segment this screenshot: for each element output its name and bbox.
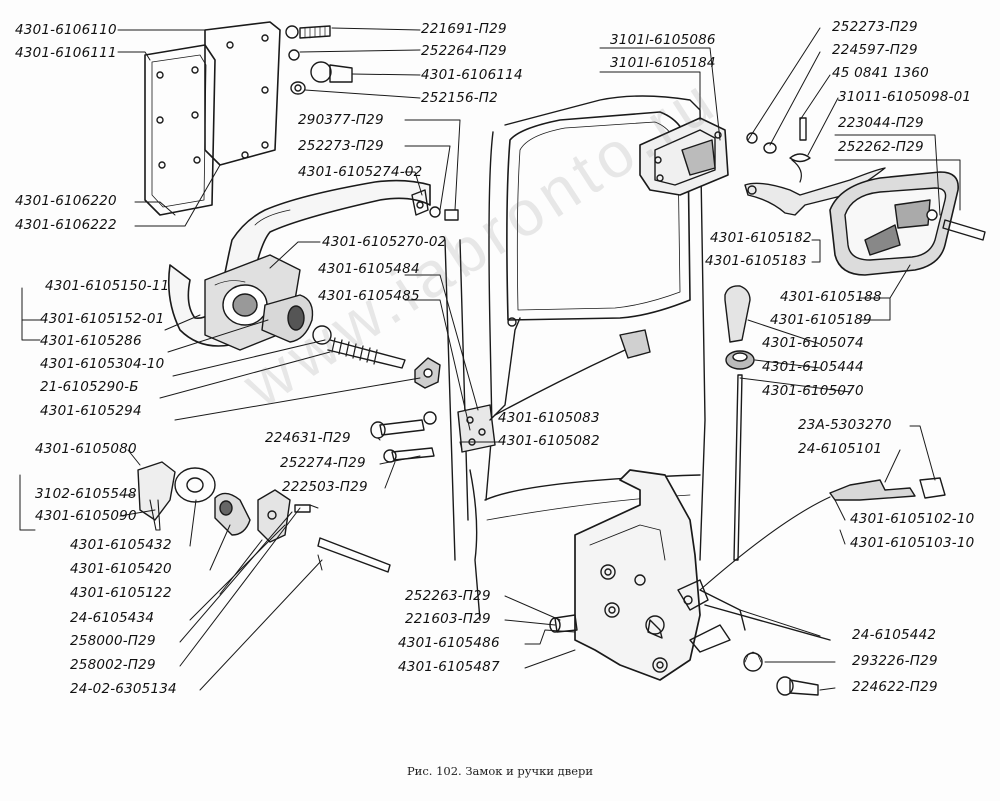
part-label: 4301-6105188 bbox=[780, 289, 882, 305]
part-label: 4301-6105090 bbox=[35, 508, 137, 524]
lock-cylinder-housing bbox=[261, 294, 314, 343]
part-label: 252264-П29 bbox=[421, 43, 507, 59]
part-label: 4301-6105286 bbox=[40, 333, 142, 349]
part-label: 4301-6105189 bbox=[770, 312, 872, 328]
part-label: 4301-6105270-02 bbox=[322, 234, 447, 250]
part-label: 4301-6106114 bbox=[421, 67, 523, 83]
part-label: 221691-П29 bbox=[421, 21, 507, 37]
part-label: 4301-6105103-10 bbox=[850, 535, 975, 551]
part-label: 290377-П29 bbox=[298, 112, 384, 128]
lock-cylinder-parts bbox=[137, 461, 391, 573]
part-label: 4301-6105102-10 bbox=[850, 511, 975, 527]
part-label: 252156-П2 bbox=[421, 90, 498, 106]
part-label: 252274-П29 bbox=[280, 455, 366, 471]
part-label: 4301-6105432 bbox=[70, 537, 172, 553]
part-label: 4301-6106111 bbox=[15, 45, 117, 61]
part-label: 4301-6105070 bbox=[762, 383, 864, 399]
part-label: 252263-П29 bbox=[405, 588, 491, 604]
remote-lever bbox=[744, 117, 886, 216]
part-label: 4301-6105080 bbox=[35, 441, 137, 457]
part-label: 4301-6105082 bbox=[498, 433, 600, 449]
part-label: 252262-П29 bbox=[838, 139, 924, 155]
figure-caption: Рис. 102. Замок и ручки двери bbox=[406, 764, 594, 778]
part-label: 45 0841 1360 bbox=[832, 65, 929, 81]
part-label: 224622-П29 bbox=[852, 679, 938, 695]
part-label: 4301-6105444 bbox=[762, 359, 864, 375]
door-panel-outline bbox=[444, 95, 706, 621]
part-label: 252273-П29 bbox=[832, 19, 918, 35]
part-label: 24-6105442 bbox=[852, 627, 937, 643]
part-label: 4301-6105487 bbox=[398, 659, 500, 675]
part-label: 4301-6105083 bbox=[498, 410, 600, 426]
part-label: 4301-6105274-02 bbox=[298, 164, 423, 180]
part-label: 258000-П29 bbox=[70, 633, 156, 649]
part-label: 24-02-6305134 bbox=[70, 681, 177, 697]
remote-handle-bezel bbox=[829, 171, 986, 276]
part-label: 4301-6105150-11 bbox=[45, 278, 170, 294]
part-label: 4301-6105484 bbox=[318, 261, 420, 277]
part-label: 23А-5303270 bbox=[798, 417, 892, 433]
remote-control-bracket bbox=[639, 117, 729, 196]
part-label: 4301-6105304-10 bbox=[40, 356, 165, 372]
part-label: 224597-П29 bbox=[832, 42, 918, 58]
remote-rod-right bbox=[699, 477, 946, 591]
lever-nut bbox=[414, 357, 441, 389]
inside-handle-base-plates bbox=[144, 21, 281, 216]
part-label: 4301-6106110 bbox=[15, 22, 117, 38]
part-label: 258002-П29 bbox=[70, 657, 156, 673]
part-label: 224631-П29 bbox=[265, 430, 351, 446]
lock-button-and-bushing bbox=[724, 285, 755, 561]
part-label: 24-6105101 bbox=[798, 441, 883, 457]
part-label: 252273-П29 bbox=[298, 138, 384, 154]
part-label: 4301-6105485 bbox=[318, 288, 420, 304]
leader-lines bbox=[19, 27, 961, 691]
spring-shaft bbox=[312, 325, 406, 369]
part-label: 4301-6105122 bbox=[70, 585, 172, 601]
part-label: 293226-П29 bbox=[852, 653, 938, 669]
part-label: 4301-6105183 bbox=[705, 253, 807, 269]
part-label: 4301-6105182 bbox=[710, 230, 812, 246]
part-label: 4301-6106220 bbox=[15, 193, 117, 209]
screws-top bbox=[285, 25, 353, 95]
part-label: 3102-6105548 bbox=[35, 486, 137, 502]
part-label: 223044-П29 bbox=[838, 115, 924, 131]
part-label: 4301-6105420 bbox=[70, 561, 172, 577]
part-label: 24-6105434 bbox=[70, 610, 155, 626]
part-label: 4301-6105152-01 bbox=[40, 311, 165, 327]
part-label: 3101l-6105086 bbox=[610, 32, 716, 48]
part-label: 21-6105290-Б bbox=[40, 379, 139, 395]
part-label: 31011-6105098-01 bbox=[838, 89, 972, 105]
part-label: 222503-П29 bbox=[282, 479, 368, 495]
part-label: 4301-6105486 bbox=[398, 635, 500, 651]
part-label: 4301-6105074 bbox=[762, 335, 864, 351]
door-lock-body bbox=[574, 469, 831, 681]
part-label: 4301-6106222 bbox=[15, 217, 117, 233]
part-label: 4301-6105294 bbox=[40, 403, 142, 419]
part-label: 221603-П29 bbox=[405, 611, 491, 627]
part-label: 3101l-6105184 bbox=[610, 55, 716, 71]
